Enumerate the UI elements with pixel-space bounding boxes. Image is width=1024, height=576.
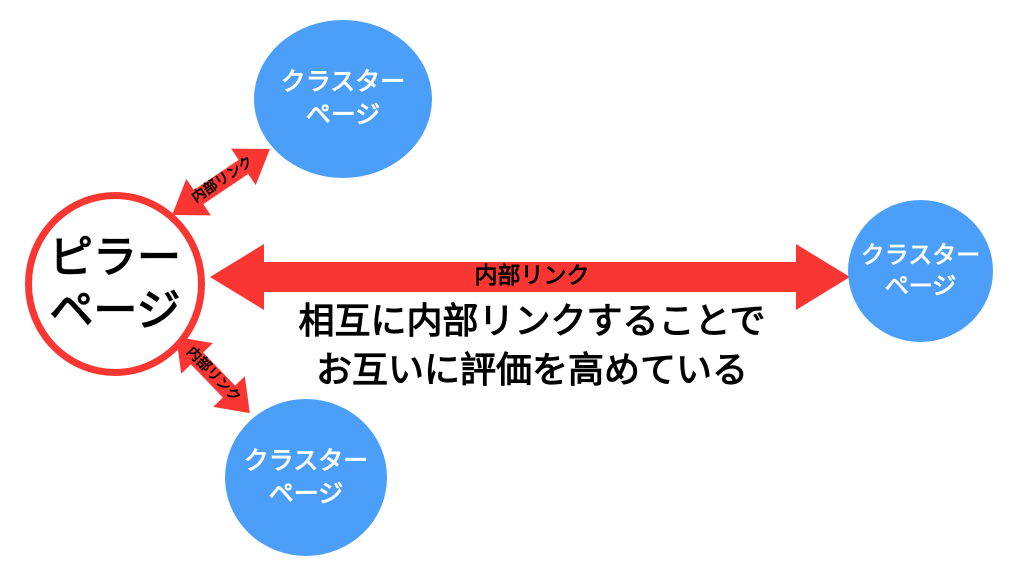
pillar-label-line2: ページ: [49, 286, 181, 335]
caption-line2: お互いに評価を高めている: [315, 349, 748, 390]
cluster-bottom-label-line2: ページ: [268, 479, 344, 508]
diagram-caption: 相互に内部リンクすることで お互いに評価を高めている: [262, 296, 802, 394]
double-arrow-shape: [172, 148, 270, 216]
pillar-label-line1: ピラー: [49, 233, 181, 282]
cluster-top-label-line1: クラスター: [280, 68, 406, 96]
cluster-page-node-bottom: クラスター ページ: [225, 399, 387, 556]
double-arrow-shape: [210, 244, 850, 310]
main-double-arrow: [210, 244, 850, 310]
cluster-bottom-label-line1: クラスター: [243, 446, 369, 475]
cluster-right-label-line2: ページ: [884, 273, 957, 300]
cluster-right-label-line1: クラスター: [860, 242, 981, 269]
cluster-page-node-right: クラスター ページ: [848, 200, 993, 342]
bottom-double-arrow: [176, 336, 250, 414]
caption-line1: 相互に内部リンクすることで: [298, 300, 766, 341]
main-arrow-label: 内部リンク: [474, 262, 590, 288]
double-arrow-shape: [176, 336, 250, 414]
cluster-page-node-top: クラスター ページ: [254, 20, 432, 178]
top-double-arrow: [172, 148, 270, 216]
pillar-page-node: ピラー ページ: [25, 192, 205, 376]
cluster-top-label-line2: ページ: [305, 101, 381, 129]
